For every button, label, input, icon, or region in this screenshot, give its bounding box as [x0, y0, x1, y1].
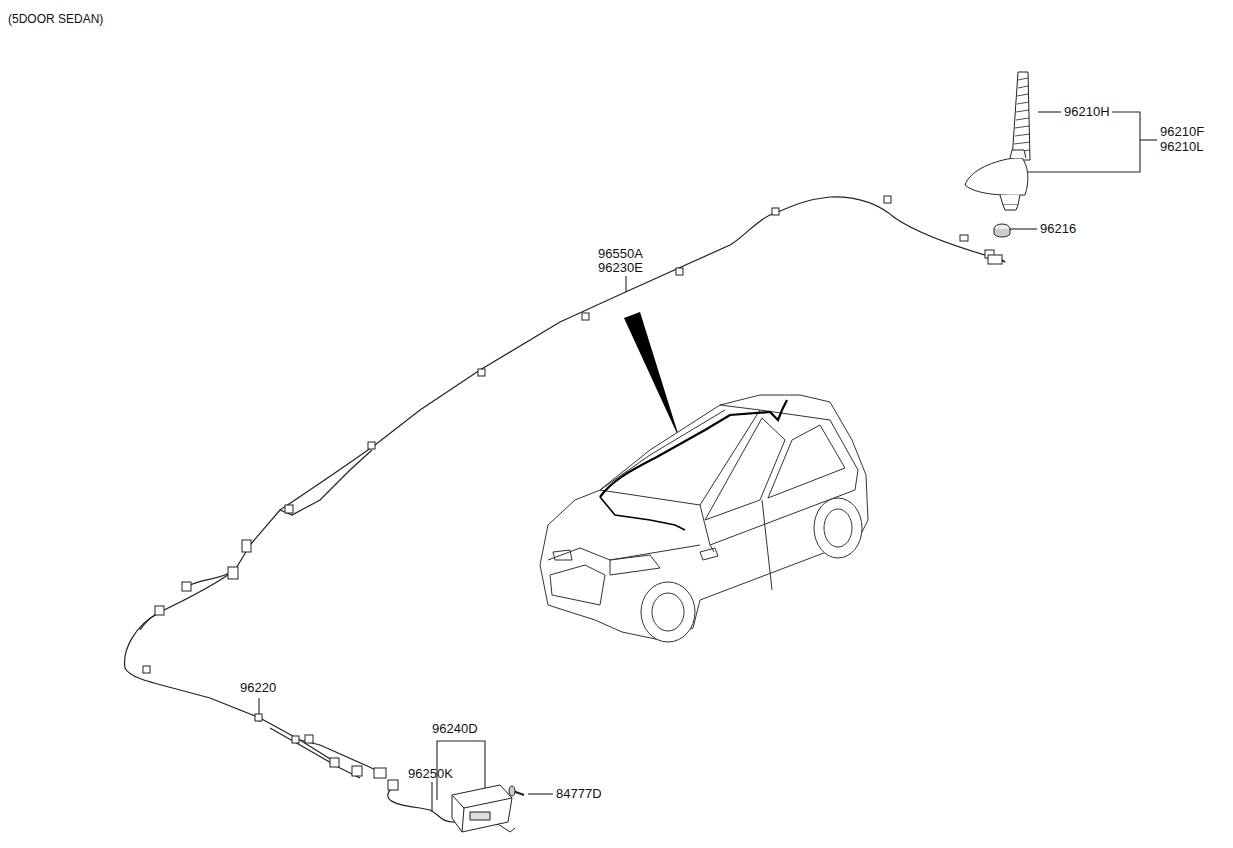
antenna-mast	[965, 72, 1030, 210]
part-number: 96210H	[1064, 105, 1110, 119]
part-number: 96240D	[432, 722, 478, 736]
car-illustration	[540, 395, 868, 642]
cable-clips	[143, 196, 1002, 790]
antenna-pad	[994, 224, 1010, 237]
view-title: (5DOOR SEDAN)	[8, 12, 103, 26]
part-number: 96210F	[1160, 125, 1204, 139]
leader-lines	[259, 112, 1157, 812]
part-number: 96230E	[598, 261, 643, 275]
roof-cable	[600, 400, 787, 497]
part-number: 96550A	[598, 247, 643, 261]
part-number: 84777D	[556, 787, 602, 801]
feeder-cable	[125, 197, 1005, 826]
roof-cable	[600, 497, 685, 530]
pointer-wedge	[624, 312, 680, 440]
part-number: 96216	[1040, 222, 1076, 236]
part-number: 96210L	[1160, 140, 1203, 154]
part-number: 96220	[240, 681, 276, 695]
part-number: 96250K	[408, 767, 453, 781]
antenna-module	[452, 785, 524, 832]
